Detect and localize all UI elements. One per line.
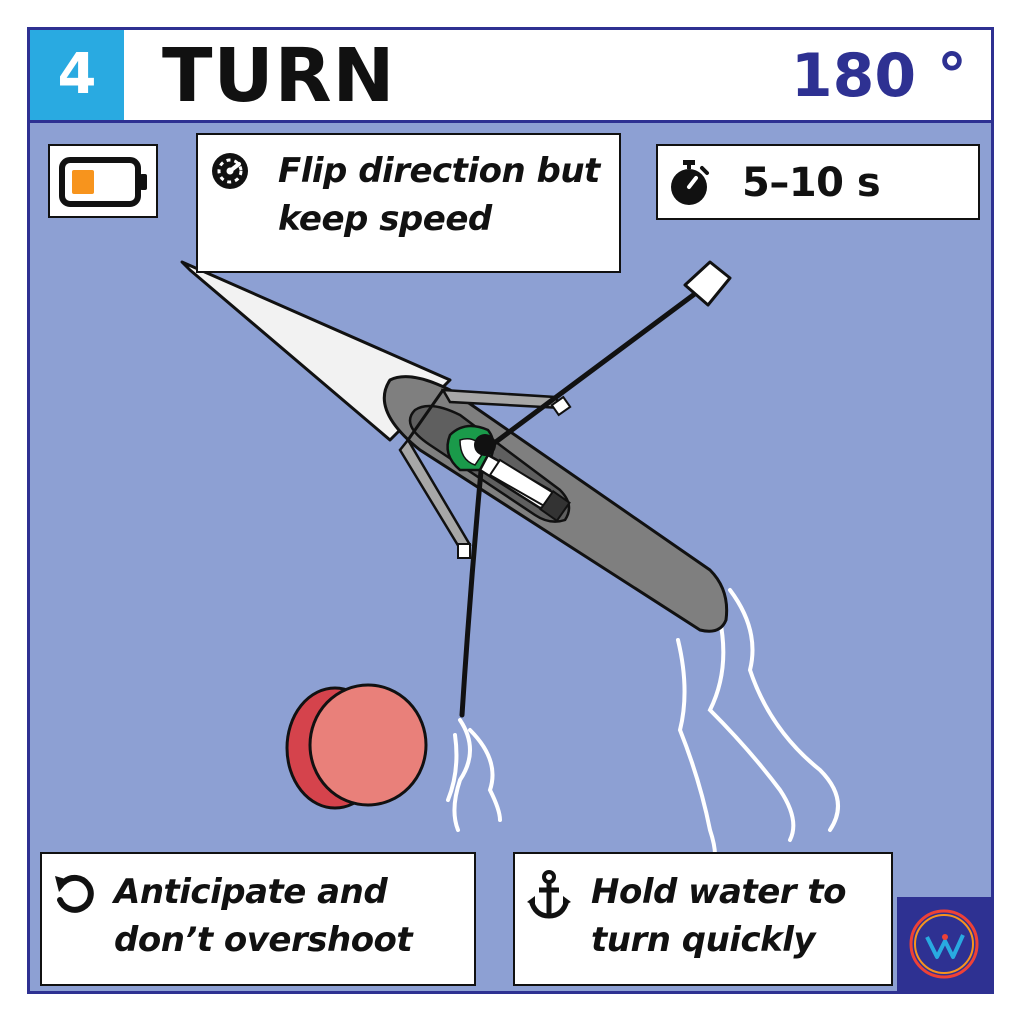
turn-angle: 180 ° — [790, 41, 967, 111]
logo-icon — [909, 909, 979, 979]
tip-anticipate-card: Anticipate and don’t overshoot — [40, 852, 476, 986]
boat-wake — [676, 588, 840, 872]
page-title: TURN — [162, 33, 396, 119]
buoy — [285, 683, 428, 810]
oar-wake — [446, 718, 502, 832]
tip-anticipate-text: Anticipate and don’t overshoot — [114, 872, 413, 960]
objective-text: Flip direction but keep speed — [278, 151, 600, 239]
battery-card — [48, 144, 158, 218]
rotate-ccw-icon — [55, 874, 94, 913]
tip-hold-water-text: Hold water to turn quickly — [591, 872, 847, 960]
card-frame: 4 TURN 180 ° Flip direction but keep spe… — [27, 27, 994, 994]
battery-icon — [59, 157, 147, 207]
duration-text: 5–10 s — [742, 160, 881, 206]
logo-box — [897, 897, 991, 991]
step-number-badge: 4 — [30, 30, 124, 120]
tip-hold-water-card: Hold water to turn quickly — [513, 852, 893, 986]
anchor-icon — [527, 870, 571, 919]
objective-card: Flip direction but keep speed — [196, 133, 621, 273]
rower — [446, 424, 571, 523]
header-bar: 4 TURN 180 ° — [30, 30, 991, 123]
duration-card: 5–10 s — [656, 144, 980, 220]
scene — [180, 260, 840, 872]
speedometer-icon — [212, 153, 248, 189]
stopwatch-icon — [671, 160, 709, 205]
oars — [457, 260, 732, 718]
